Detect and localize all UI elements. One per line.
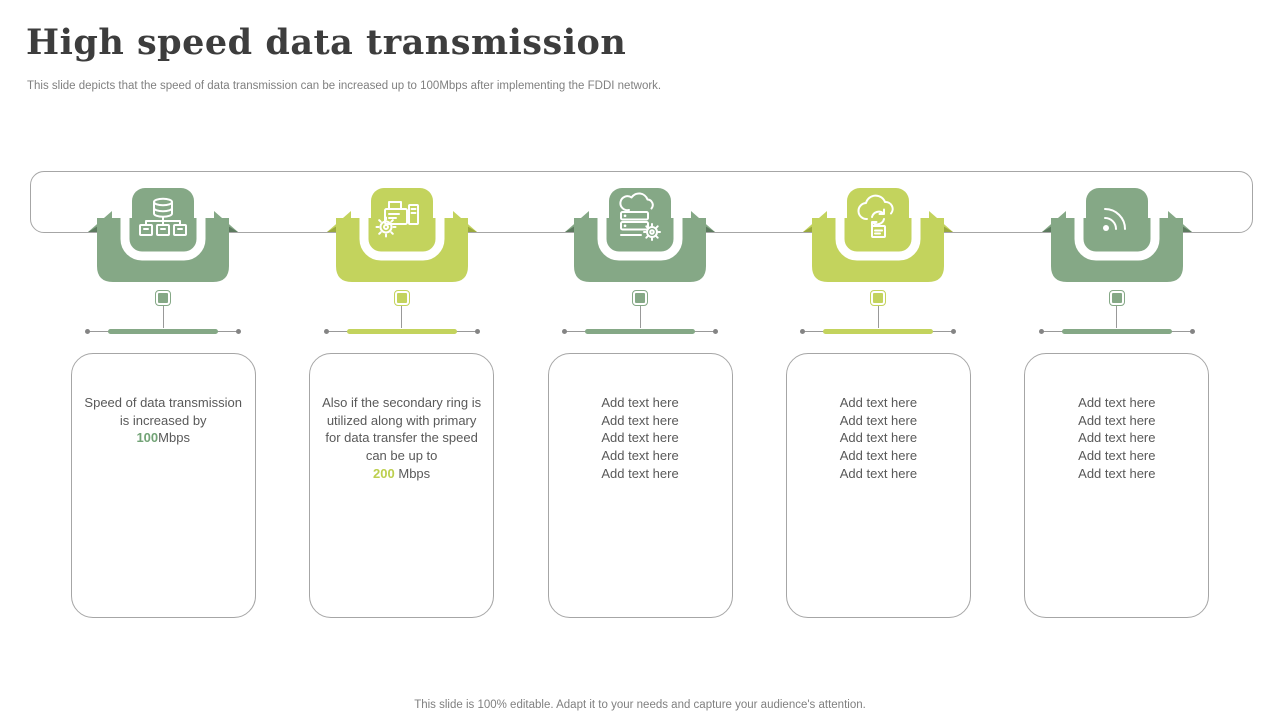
card-text: Speed of data transmission is increased … (84, 395, 242, 428)
text-card: Add text here Add text here Add text her… (1024, 353, 1210, 618)
add-text-placeholder[interactable]: Add text here (601, 395, 679, 410)
card-value-line: 100Mbps (82, 429, 245, 447)
add-text-placeholder[interactable]: Add text here (1078, 465, 1156, 481)
connector-rail (562, 328, 719, 336)
add-text-placeholder[interactable]: Add text here (839, 465, 918, 481)
connector-rail (800, 328, 957, 336)
connector-stem (877, 306, 879, 328)
computer-gear-icon (326, 186, 477, 282)
connector-node (870, 290, 887, 306)
add-text-placeholder[interactable]: Add text here (839, 430, 918, 446)
add-text-placeholder[interactable]: Add text here (1078, 412, 1156, 428)
add-text-placeholder[interactable]: Add text here (839, 448, 918, 464)
connector-node (155, 290, 172, 306)
database-network-icon (88, 186, 239, 282)
connector-stem (639, 306, 641, 328)
card-value-line: 200 Mbps (320, 465, 483, 483)
slide-subtitle: This slide depicts that the speed of dat… (27, 80, 662, 92)
add-text-placeholder[interactable]: Add text here (839, 395, 918, 410)
add-text-placeholder[interactable]: Add text here (1078, 448, 1156, 464)
timeline-step-1: Speed of data transmission is increased … (44, 186, 282, 618)
speed-unit: Mbps (158, 430, 190, 446)
connector-stem (162, 306, 164, 328)
page-title: High speed data transmission (26, 22, 627, 63)
connector-rail (1038, 328, 1195, 336)
text-card: Speed of data transmission is increased … (70, 353, 256, 618)
connector-node (393, 290, 410, 306)
timeline-step-5: Add text here Add text here Add text her… (998, 186, 1236, 618)
add-text-placeholder[interactable]: Add text here (1078, 395, 1156, 410)
connector-node (632, 290, 649, 306)
speed-unit: Mbps (394, 465, 431, 481)
add-text-placeholder[interactable]: Add text here (601, 430, 679, 446)
server-cloud-gear-icon (565, 186, 716, 282)
add-text-placeholder[interactable]: Add text here (839, 412, 918, 428)
add-text-placeholder[interactable]: Add text here (1078, 430, 1156, 446)
text-card: Also if the secondary ring is utilized a… (309, 353, 495, 618)
connector-stem (1116, 306, 1118, 328)
slide-footer-note: This slide is 100% editable. Adapt it to… (414, 699, 866, 711)
text-card: Add text here Add text here Add text her… (785, 353, 971, 618)
timeline-step-3: Add text here Add text here Add text her… (521, 186, 759, 618)
cloud-sync-icon (803, 186, 954, 282)
timeline-step-4: Add text here Add text here Add text her… (759, 186, 997, 618)
rss-signal-icon (1041, 186, 1192, 282)
add-text-placeholder[interactable]: Add text here (601, 465, 679, 481)
connector-stem (401, 306, 403, 328)
speed-value: 200 (373, 465, 395, 481)
connector-rail (85, 328, 242, 336)
speed-value: 100 (136, 430, 159, 446)
connector-rail (323, 328, 480, 336)
timeline-step-2: Also if the secondary ring is utilized a… (282, 186, 520, 618)
text-card: Add text here Add text here Add text her… (547, 353, 733, 618)
timeline-columns: Speed of data transmission is increased … (44, 186, 1236, 618)
connector-node (1108, 290, 1125, 306)
add-text-placeholder[interactable]: Add text here (601, 412, 679, 428)
card-text: Also if the secondary ring is utilized a… (322, 395, 482, 464)
add-text-placeholder[interactable]: Add text here (601, 448, 679, 464)
